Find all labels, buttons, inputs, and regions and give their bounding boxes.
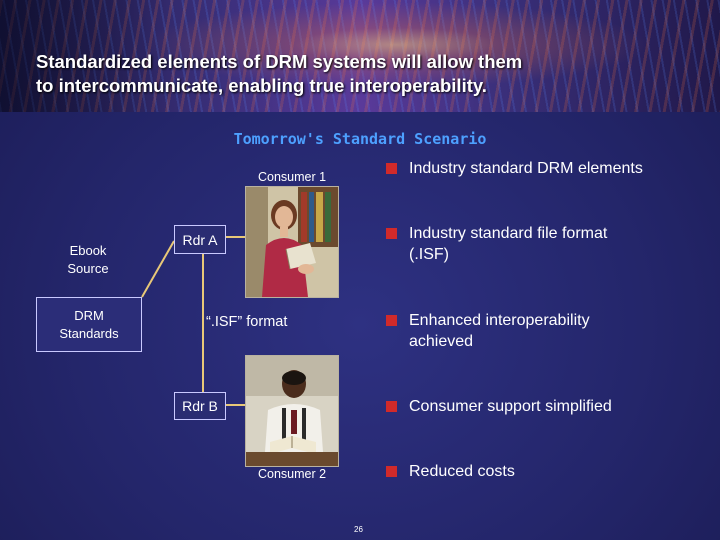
ebook-source-label: Ebook Source [67, 243, 109, 276]
red-square-bullet-icon [386, 315, 397, 326]
woman-reading-image [246, 187, 338, 297]
slide-headline: Standardized elements of DRM systems wil… [36, 50, 696, 98]
isf-format-label: “.ISF” format [206, 314, 288, 330]
header-banner [0, 0, 720, 112]
man-reading-image [246, 356, 338, 466]
page-number: 26 [354, 525, 363, 534]
consumer-2-photo [245, 355, 339, 467]
drm-standards-box: DRM Standards [36, 297, 142, 352]
headline-line-2: to intercommunicate, enabling true inter… [36, 75, 487, 96]
red-square-bullet-icon [386, 466, 397, 477]
consumer-1-label: Consumer 1 [258, 170, 327, 184]
red-square-bullet-icon [386, 228, 397, 239]
red-square-bullet-icon [386, 163, 397, 174]
red-square-bullet-icon [386, 401, 397, 412]
reader-b-box: Rdr B [174, 392, 226, 420]
scenario-title: Tomorrow's Standard Scenario [233, 130, 487, 148]
consumer-1-photo [245, 186, 339, 298]
connector-ebook-to-rdr-a [141, 240, 175, 298]
consumer-2-label: Consumer 2 [258, 467, 327, 481]
headline-line-1: Standardized elements of DRM systems wil… [36, 51, 523, 72]
reader-a-box: Rdr A [174, 225, 226, 254]
